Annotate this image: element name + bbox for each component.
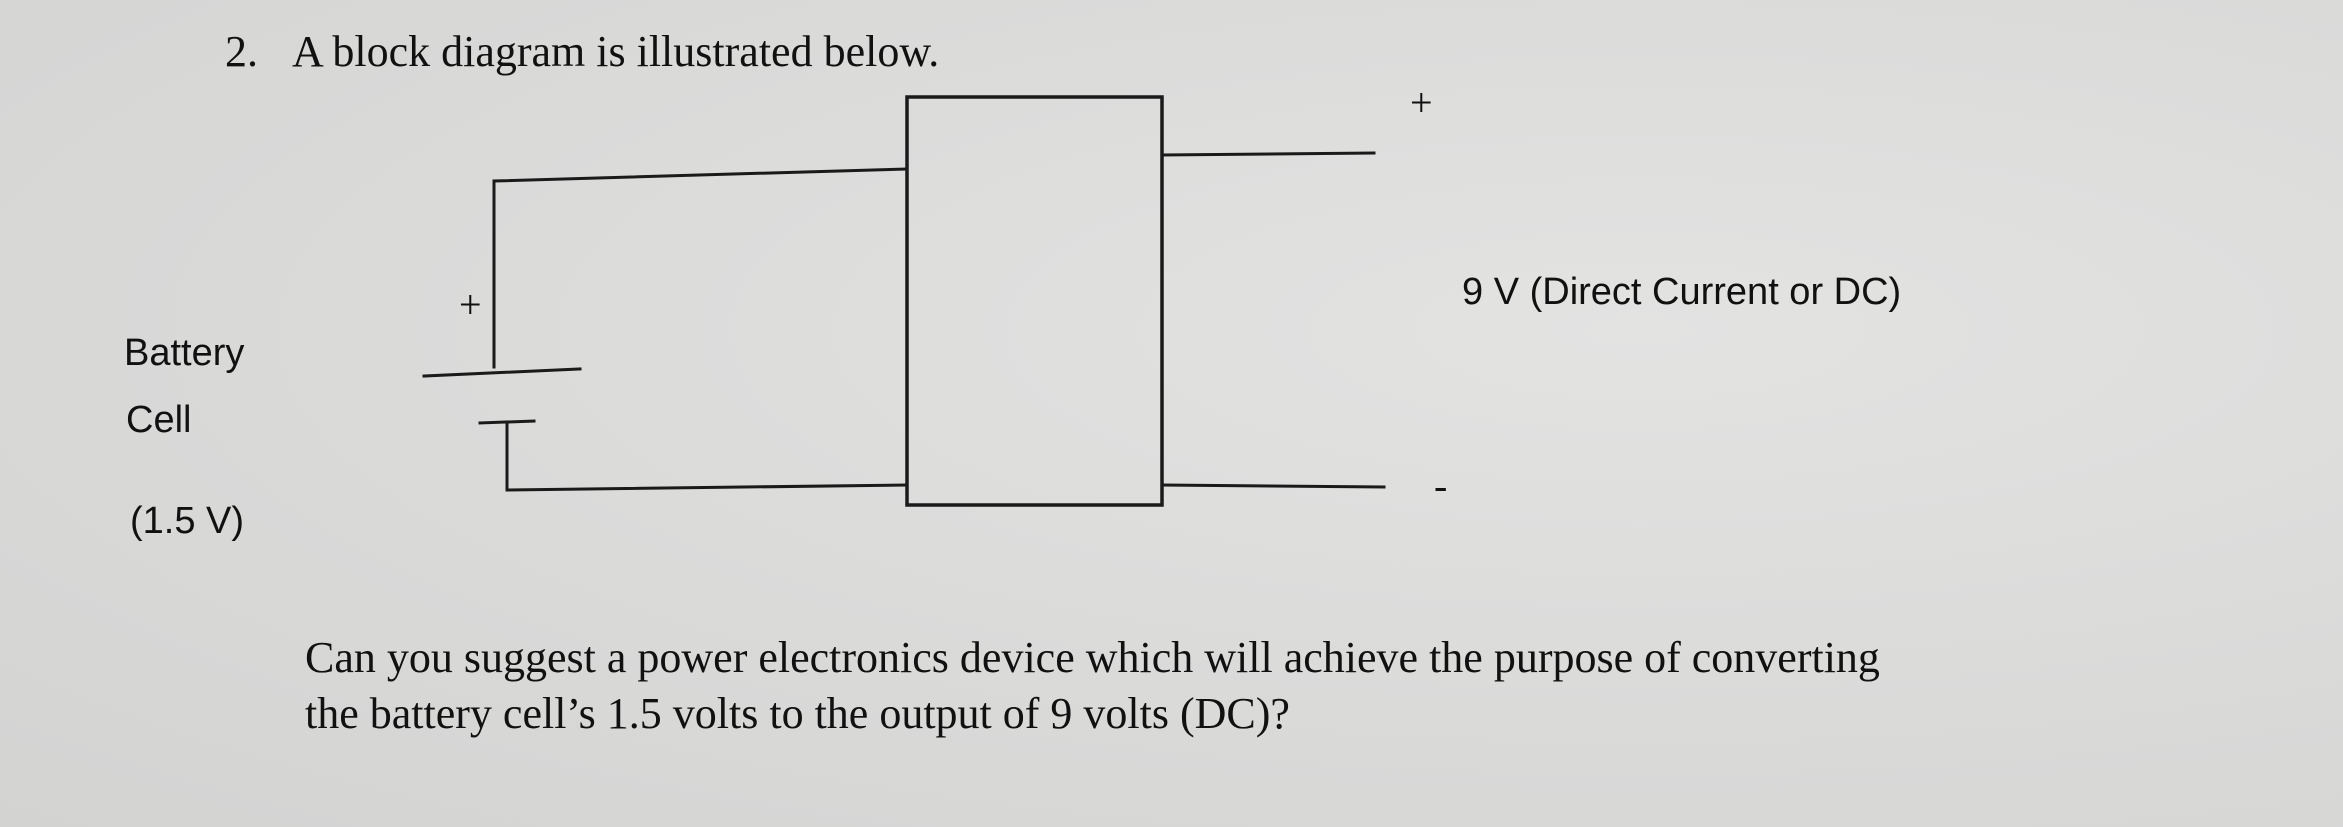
output-minus-sign: -: [1434, 463, 1448, 508]
battery-long-plate: [422, 367, 582, 378]
question-number: 2.: [225, 27, 258, 76]
question-heading: 2. A block diagram is illustrated below.: [225, 20, 939, 84]
output-negative-wire: [1160, 483, 1386, 489]
question-body-line-2: the battery cell’s 1.5 volts to the outp…: [305, 689, 1290, 738]
input-negative-wire: [505, 421, 909, 492]
cell-voltage-label: (1.5 V): [130, 500, 245, 542]
question-body: Can you suggest a power electronics devi…: [305, 630, 2165, 742]
input-positive-wire: [492, 167, 909, 369]
output-plus-sign: +: [1410, 80, 1433, 125]
question-heading-text: A block diagram is illustrated below.: [292, 27, 940, 76]
input-plus-sign: +: [459, 282, 482, 327]
output-positive-wire: [1160, 151, 1376, 157]
converter-block: [905, 95, 1164, 507]
output-voltage-label: 9 V (Direct Current or DC): [1462, 271, 1902, 313]
cell-label: Cell: [126, 399, 192, 441]
battery-label: Battery: [124, 332, 245, 374]
question-body-line-1: Can you suggest a power electronics devi…: [305, 633, 1880, 682]
